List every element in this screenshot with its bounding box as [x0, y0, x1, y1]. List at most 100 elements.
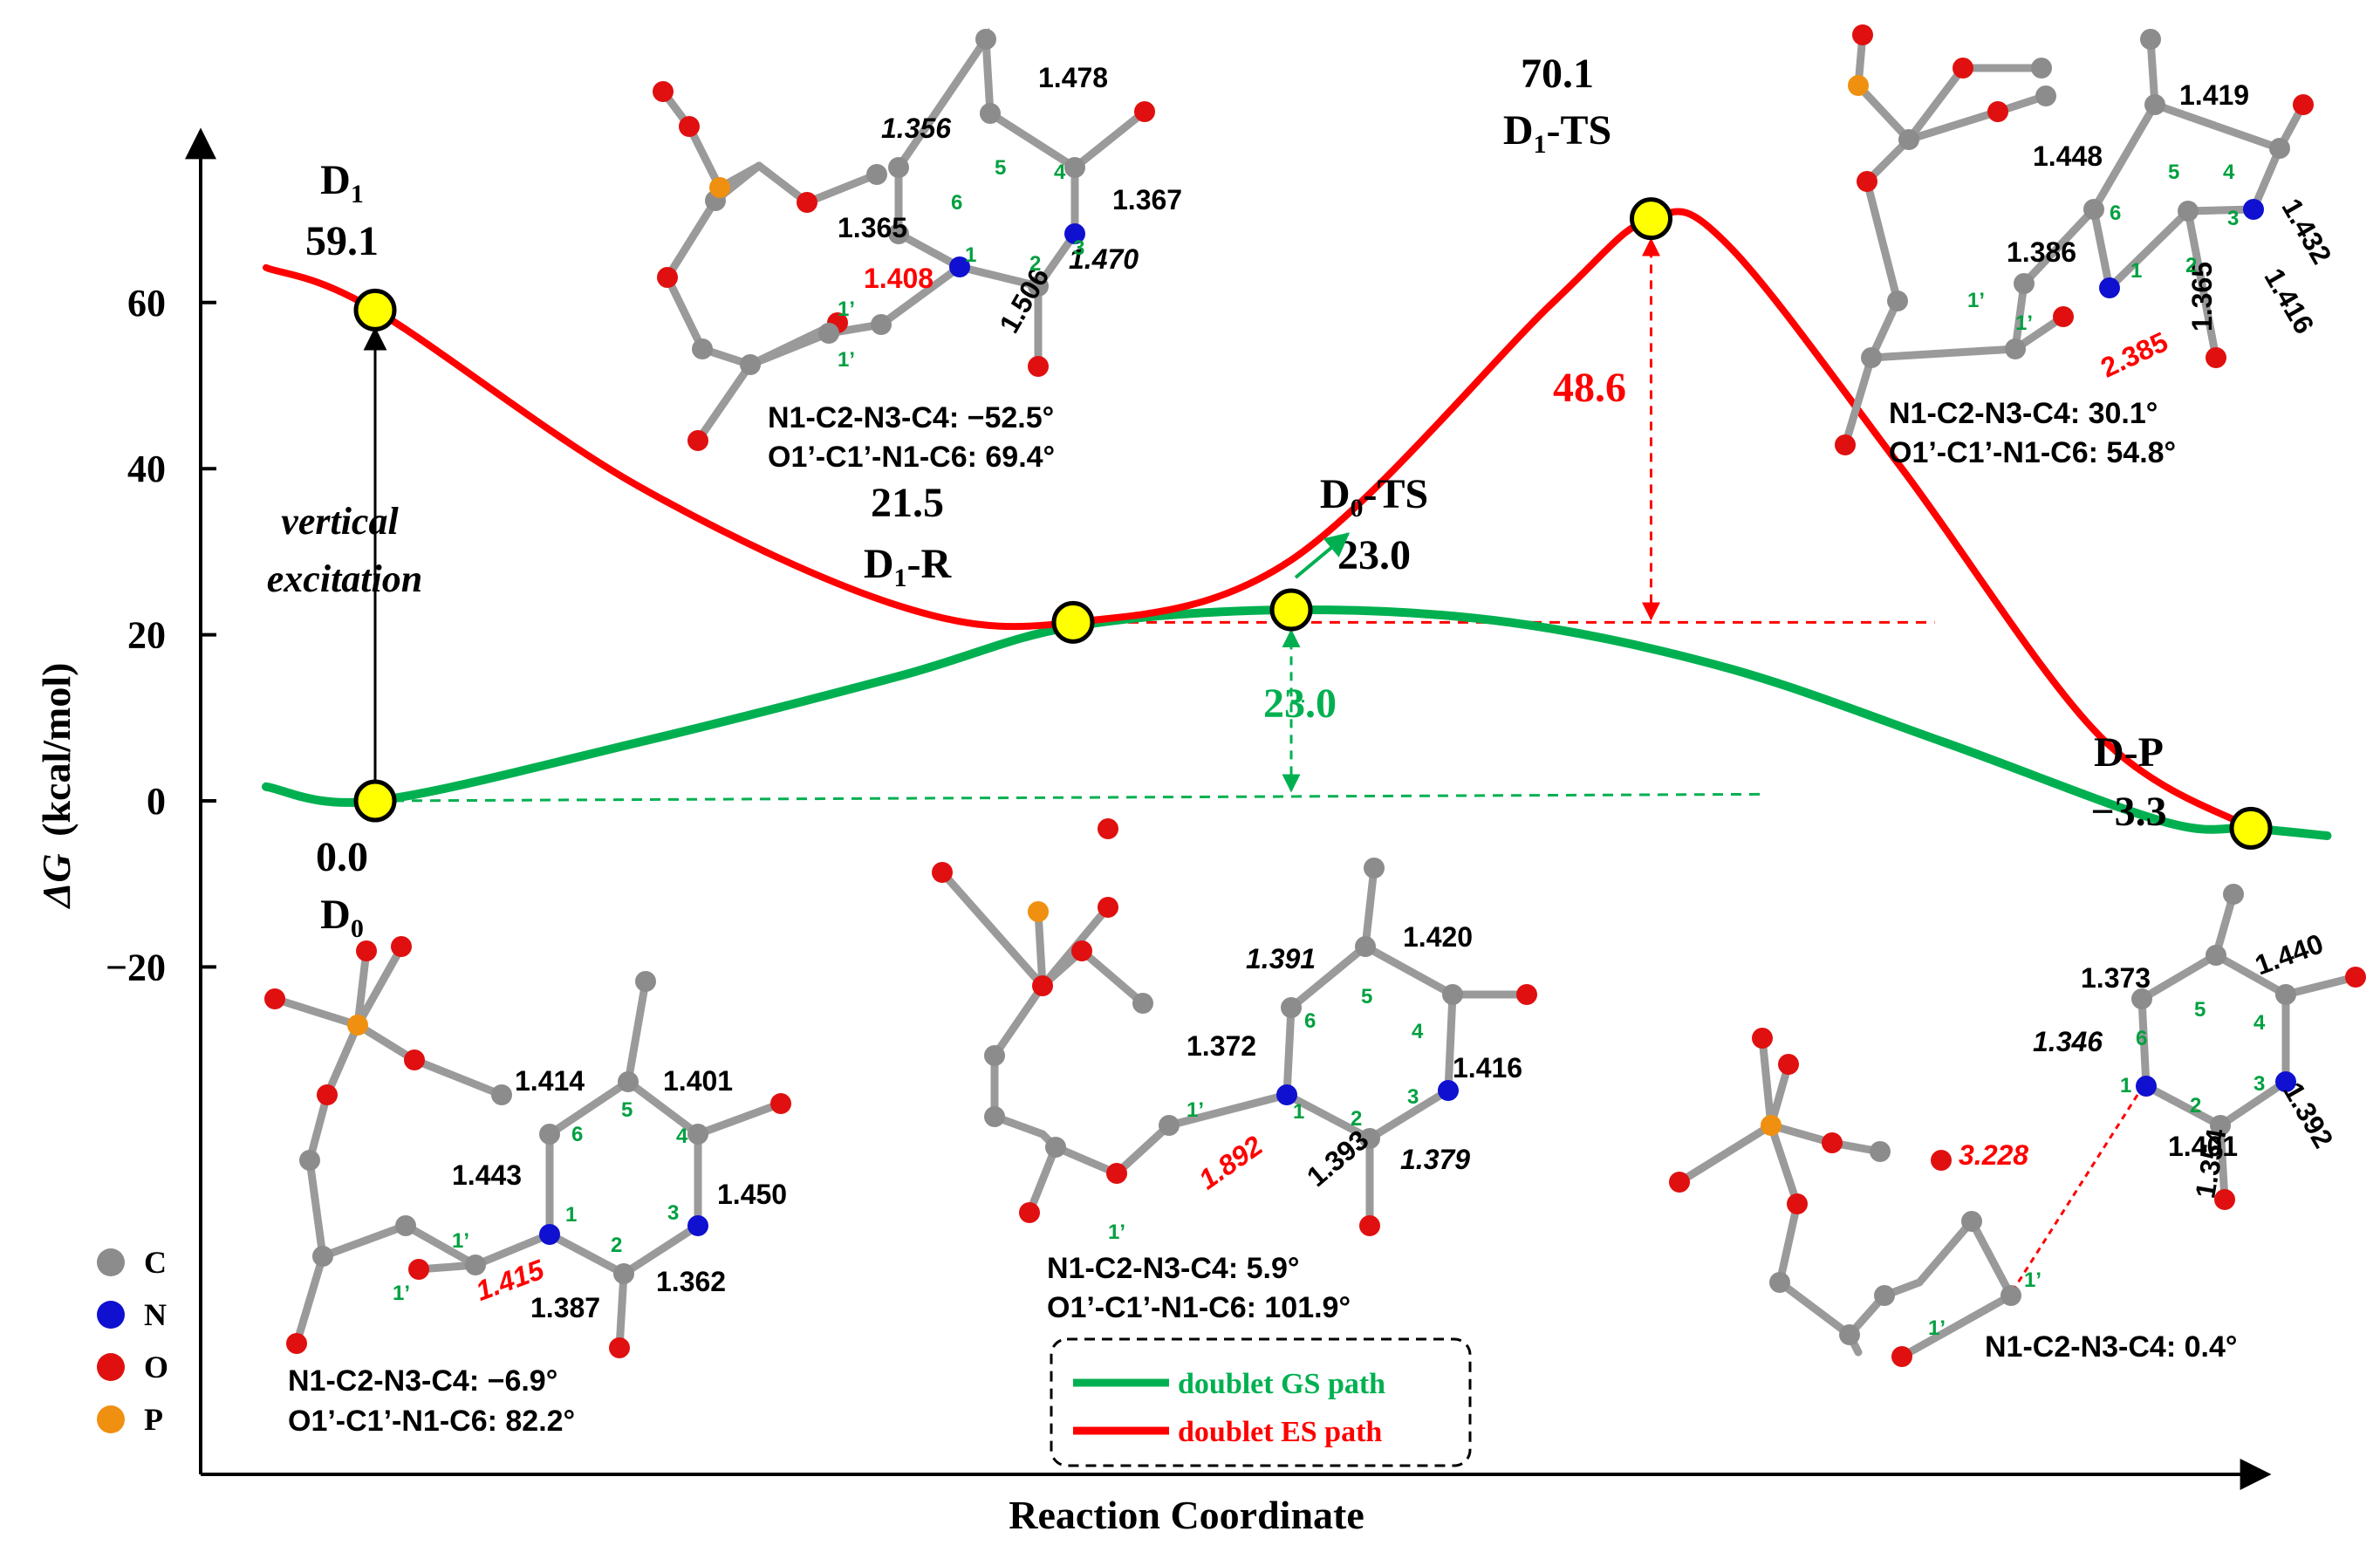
svg-text:1.373: 1.373 — [2081, 962, 2151, 994]
svg-text:1.448: 1.448 — [2033, 140, 2103, 172]
legend-label-gs: doublet GS path — [1178, 1368, 1385, 1400]
svg-text:1.362: 1.362 — [656, 1266, 726, 1297]
svg-text:5: 5 — [995, 156, 1006, 180]
svg-text:2: 2 — [1029, 252, 1041, 276]
svg-text:1.356: 1.356 — [881, 113, 951, 144]
value-dp: −3.3 — [2090, 789, 2166, 835]
svg-text:N1-C2-N3-C4: −52.5°: N1-C2-N3-C4: −52.5° — [768, 401, 1054, 434]
svg-text:3.228: 3.228 — [1959, 1139, 2028, 1171]
legend: doublet GS path doublet ES path — [1050, 1337, 1472, 1467]
svg-text:1.346: 1.346 — [2033, 1026, 2103, 1057]
value-d0: 0.0 — [316, 834, 368, 880]
svg-text:3: 3 — [667, 1201, 679, 1225]
y-tick-label: −20 — [106, 946, 166, 988]
point-d-p — [2229, 806, 2273, 850]
vertical-excitation-label: vertical excitation — [267, 500, 422, 600]
svg-text:N1-C2-N3-C4: 30.1°: N1-C2-N3-C4: 30.1° — [1889, 397, 2158, 430]
atom-legend-dot — [97, 1405, 125, 1433]
y-tick-label: 60 — [127, 282, 166, 325]
svg-text:1: 1 — [565, 1203, 577, 1227]
atom-legend-dot — [97, 1301, 125, 1329]
svg-text:1.416: 1.416 — [2258, 263, 2320, 338]
svg-text:1.432: 1.432 — [2275, 193, 2337, 269]
atom-legend-dot — [97, 1248, 125, 1276]
svg-text:5: 5 — [2168, 161, 2179, 184]
point-d1-r — [1051, 600, 1095, 644]
svg-text:1.365: 1.365 — [838, 212, 907, 243]
svg-text:O1’-C1’-N1-C6: 69.4°: O1’-C1’-N1-C6: 69.4° — [768, 441, 1055, 474]
svg-text:2: 2 — [2185, 254, 2197, 277]
svg-text:1.392: 1.392 — [2277, 1077, 2339, 1153]
svg-text:1: 1 — [1293, 1100, 1304, 1124]
svg-text:1.892: 1.892 — [1193, 1130, 1268, 1196]
svg-text:1’: 1’ — [838, 297, 855, 321]
svg-text:2: 2 — [1351, 1107, 1362, 1131]
structure-d0: 1.414 1.401 1.443 1.450 1.387 1.362 1.41… — [264, 936, 791, 1438]
svg-text:4: 4 — [2223, 161, 2235, 184]
structure-d1ts: 1.419 1.448 1.432 1.386 1.416 1.365 2.38… — [1835, 24, 2338, 469]
svg-text:1.379: 1.379 — [1400, 1144, 1470, 1175]
svg-text:1’: 1’ — [1187, 1098, 1204, 1122]
label-d0ts: D0-TS — [1320, 471, 1428, 523]
y-tick-label: 40 — [127, 448, 166, 490]
svg-text:3: 3 — [2227, 207, 2239, 230]
svg-text:4: 4 — [1412, 1020, 1424, 1043]
series-line-gs — [262, 605, 2332, 840]
svg-text:1.365: 1.365 — [2186, 262, 2218, 332]
svg-text:1.470: 1.470 — [1069, 243, 1139, 275]
point-labels: D1 59.1 0.0 D0 21.5 D1-R D0-TS 23.0 70.1… — [305, 51, 2167, 943]
svg-text:1.443: 1.443 — [452, 1159, 522, 1191]
atom-legend-label: C — [144, 1245, 167, 1280]
svg-text:3: 3 — [1407, 1085, 1419, 1109]
svg-text:1.386: 1.386 — [2007, 236, 2076, 268]
svg-text:1.387: 1.387 — [530, 1292, 600, 1323]
svg-text:3: 3 — [1073, 236, 1084, 260]
structure-dp: 1.373 1.440 1.346 1.392 1.401 1.354 3.22… — [1669, 884, 2366, 1367]
label-d0: D0 — [320, 892, 364, 943]
svg-text:1.450: 1.450 — [717, 1179, 787, 1210]
svg-text:1: 1 — [2120, 1074, 2131, 1097]
svg-text:1.372: 1.372 — [1187, 1030, 1256, 1062]
stationary-points — [353, 197, 2273, 850]
series-line-es — [263, 208, 2254, 832]
svg-text:1’: 1’ — [452, 1229, 469, 1253]
svg-text:O1’-C1’-N1-C6: 82.2°: O1’-C1’-N1-C6: 82.2° — [288, 1405, 575, 1438]
structure-d0ts: 1.391 1.420 1.372 1.416 1.393 1.379 1.89… — [932, 818, 1537, 1324]
y-tick-label: 20 — [127, 614, 166, 657]
value-d1ts: 70.1 — [1521, 51, 1594, 97]
svg-text:1.367: 1.367 — [1112, 184, 1182, 215]
svg-text:2: 2 — [2190, 1094, 2201, 1118]
svg-text:1.414: 1.414 — [515, 1065, 585, 1097]
structure-d1r: 1.356 1.478 1.367 1.365 1.470 1.506 1.40… — [653, 27, 1182, 474]
svg-text:1.420: 1.420 — [1403, 921, 1473, 953]
value-d1r: 21.5 — [871, 480, 944, 526]
label-dp: D-P — [2094, 729, 2164, 776]
point-d0-ts — [1269, 588, 1313, 632]
svg-text:1.391: 1.391 — [1246, 943, 1316, 974]
svg-text:6: 6 — [2136, 1027, 2147, 1050]
svg-text:1.401: 1.401 — [2168, 1131, 2238, 1162]
svg-text:5: 5 — [621, 1098, 633, 1122]
legend-box — [1050, 1337, 1472, 1467]
svg-text:5: 5 — [2194, 998, 2206, 1022]
label-d1r: D1-R — [864, 541, 953, 592]
d0ts-pointer — [1294, 532, 1351, 579]
svg-text:4: 4 — [676, 1125, 688, 1148]
svg-text:1’: 1’ — [1928, 1316, 1946, 1340]
svg-text:1’: 1’ — [393, 1282, 410, 1305]
atom-legend-label: O — [144, 1350, 168, 1384]
svg-text:1.478: 1.478 — [1038, 62, 1108, 93]
svg-text:6: 6 — [2110, 202, 2121, 225]
svg-text:2: 2 — [611, 1234, 622, 1257]
svg-text:1.408: 1.408 — [864, 263, 934, 294]
svg-text:1: 1 — [2130, 259, 2142, 283]
svg-text:1.440: 1.440 — [2251, 927, 2328, 981]
svg-text:2.385: 2.385 — [2096, 325, 2172, 383]
svg-text:1’: 1’ — [2024, 1268, 2041, 1292]
svg-text:3: 3 — [2253, 1072, 2265, 1096]
svg-text:6: 6 — [951, 191, 962, 215]
value-d0ts: 23.0 — [1337, 532, 1411, 578]
y-axis-label: ΔG (kcal/mol) — [34, 663, 79, 910]
svg-text:1.416: 1.416 — [1453, 1052, 1522, 1084]
